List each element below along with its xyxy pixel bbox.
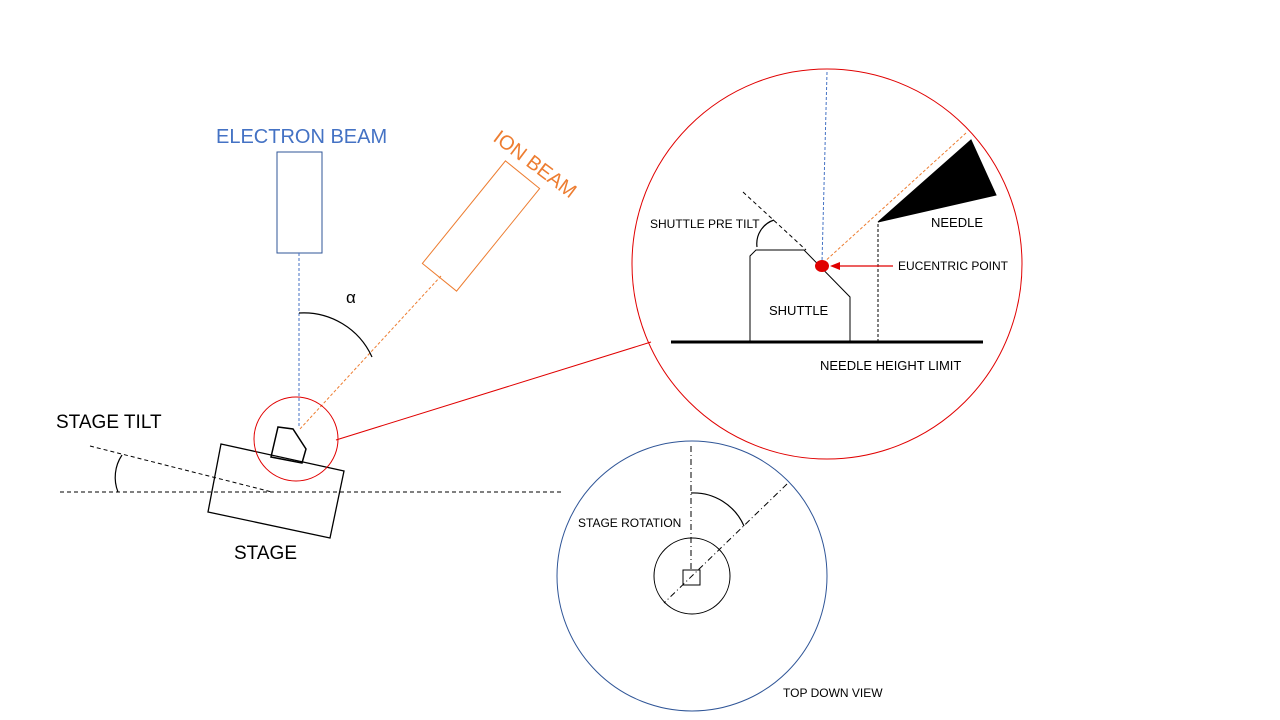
tilted-stage-line	[89, 445, 273, 493]
stage-label: STAGE	[234, 543, 297, 564]
detail-zoom-circle	[631, 68, 1023, 460]
sample-shuttle-small	[270, 426, 307, 464]
top-down-view-label: TOP DOWN VIEW	[783, 686, 883, 700]
ion-column	[421, 160, 541, 292]
electron-beam-label: ELECTRON BEAM	[216, 126, 387, 148]
detail-electron-beam-axis	[821, 71, 828, 263]
eucentric-point-marker	[815, 260, 829, 272]
stage-tilt-label: STAGE TILT	[56, 412, 162, 433]
needle-label: NEEDLE	[931, 215, 983, 230]
stage-rotation-arc	[690, 492, 745, 527]
electron-column	[276, 151, 323, 254]
shuttle-label: SHUTTLE	[769, 303, 829, 318]
alpha-label: α	[346, 288, 356, 307]
top-down-inner-circle	[653, 537, 731, 615]
detail-ion-beam-axis	[821, 132, 967, 265]
stage-rotation-label: STAGE ROTATION	[578, 516, 681, 530]
eucentric-point-label: EUCENTRIC POINT	[898, 259, 1009, 273]
eucentric-pointer-arrowhead	[830, 262, 840, 270]
stage-tilt-arc	[114, 454, 123, 493]
shuttle-pre-tilt-label: SHUTTLE PRE TILT	[650, 217, 760, 231]
rotation-axis-line	[663, 483, 788, 604]
top-down-shuttle-square	[682, 569, 701, 586]
alpha-angle-arc	[298, 312, 373, 358]
needle-height-limit-label: NEEDLE HEIGHT LIMIT	[820, 358, 961, 373]
zoom-focus-circle	[253, 396, 339, 482]
shuttle-pre-tilt-arc	[756, 219, 775, 248]
needle-tip	[877, 139, 997, 223]
top-down-outer-circle	[556, 440, 828, 712]
shuttle-pre-tilt-line	[742, 191, 807, 251]
zoom-connector-line	[335, 341, 652, 441]
shuttle-outline	[749, 249, 851, 343]
